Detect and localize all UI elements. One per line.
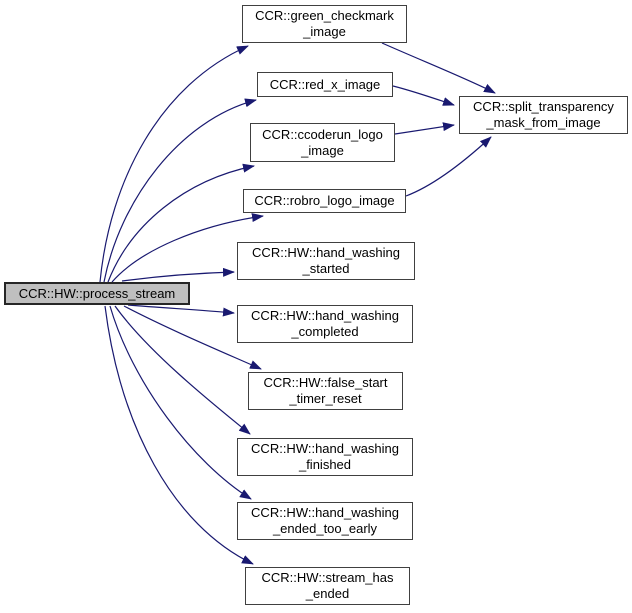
edge-process-stream-to-hand-washing-started xyxy=(121,267,235,282)
edge-ccoderun-logo-image-to-split-transparency xyxy=(394,122,455,135)
node-label: CCR::HW::hand_washing xyxy=(252,245,400,260)
node-stream-has-ended[interactable]: CCR::HW::stream_has _ended xyxy=(245,567,410,605)
node-robro-logo-image[interactable]: CCR::robro_logo_image xyxy=(243,189,406,213)
node-label: CCR::HW::process_stream xyxy=(18,285,176,301)
node-label: CCR::HW::hand_washing xyxy=(251,441,399,456)
node-label: CCR::green_checkmark xyxy=(255,8,394,23)
edge-process-stream-to-stream-has-ended xyxy=(104,305,254,565)
edge-robro-logo-image-to-split-transparency xyxy=(405,136,492,197)
edge-process-stream-to-red-x-image xyxy=(103,98,257,283)
node-ccoderun-logo-image[interactable]: CCR::ccoderun_logo _image xyxy=(250,123,395,162)
edge-process-stream-to-robro-logo-image xyxy=(111,213,264,283)
node-label: _timer_reset xyxy=(289,391,362,406)
node-label: _ended xyxy=(305,586,350,601)
node-hand-washing-ended-too-early[interactable]: CCR::HW::hand_washing _ended_too_early xyxy=(237,502,413,540)
node-process-stream: CCR::HW::process_stream xyxy=(4,282,190,305)
edge-process-stream-to-ccoderun-logo-image xyxy=(107,163,255,283)
node-label: CCR::HW::stream_has xyxy=(261,570,394,585)
node-hand-washing-started[interactable]: CCR::HW::hand_washing _started xyxy=(237,242,415,280)
node-hand-washing-finished[interactable]: CCR::HW::hand_washing _finished xyxy=(237,438,413,476)
node-label: CCR::ccoderun_logo xyxy=(262,126,383,142)
node-green-checkmark-image[interactable]: CCR::green_checkmark _image xyxy=(242,5,407,43)
node-label: CCR::HW::hand_washing xyxy=(251,505,399,520)
node-label: _mask_from_image xyxy=(486,115,601,130)
node-red-x-image[interactable]: CCR::red_x_image xyxy=(257,72,393,97)
edge-red-x-image-to-split-transparency xyxy=(392,85,455,106)
node-label: CCR::robro_logo_image xyxy=(254,193,395,208)
node-label: _finished xyxy=(298,457,352,472)
node-label: _completed xyxy=(291,324,359,339)
node-hand-washing-completed[interactable]: CCR::HW::hand_washing _completed xyxy=(237,305,413,343)
node-label: _image xyxy=(301,142,344,158)
node-label: CCR::HW::false_start xyxy=(263,375,388,390)
node-label: CCR::HW::hand_washing xyxy=(251,308,399,323)
node-label: CCR::red_x_image xyxy=(269,76,381,92)
edge-process-stream-to-hand-washing-ended-too-early xyxy=(109,305,252,500)
node-label: _image xyxy=(303,24,346,39)
node-label: CCR::split_transparency xyxy=(473,99,614,114)
node-label: _started xyxy=(302,261,350,276)
edge-process-stream-to-hand-washing-finished xyxy=(114,305,251,435)
node-false-start-timer-reset[interactable]: CCR::HW::false_start _timer_reset xyxy=(248,372,403,410)
edge-process-stream-to-green-checkmark-image xyxy=(99,45,249,283)
edge-process-stream-to-false-start-timer-reset xyxy=(123,305,262,370)
edge-process-stream-to-hand-washing-completed xyxy=(127,304,235,317)
node-split-transparency-mask-from-image[interactable]: CCR::split_transparency _mask_from_image xyxy=(459,96,628,134)
node-label: _ended_too_early xyxy=(272,521,378,536)
edge-green-checkmark-image-to-split-transparency xyxy=(381,42,496,94)
